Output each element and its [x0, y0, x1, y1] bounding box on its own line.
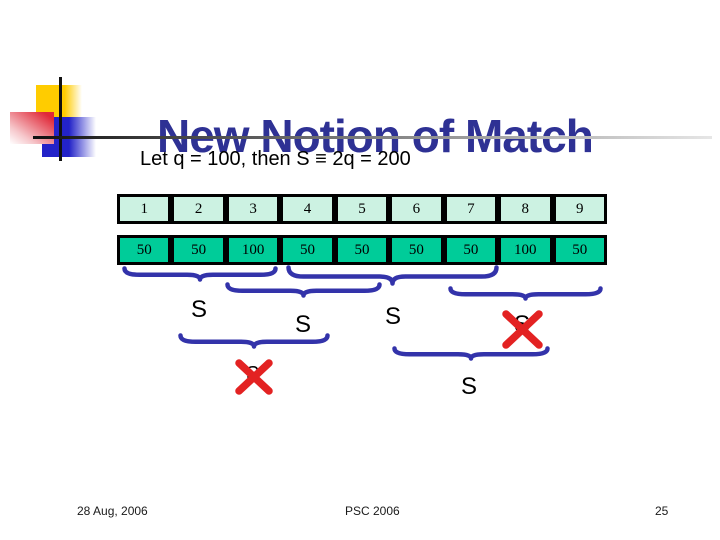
- logo-vertical-line: [59, 77, 62, 161]
- value-cell-1: 50: [117, 235, 172, 265]
- index-cell-2: 2: [171, 194, 226, 224]
- slide-title: New Notion of Match: [157, 109, 594, 162]
- footer-venue: PSC 2006: [345, 504, 400, 518]
- index-cell-1: 1: [117, 194, 172, 224]
- footer-page-number: 25: [655, 504, 669, 518]
- index-cell-3: 3: [225, 194, 281, 224]
- value-cell-6: 50: [389, 235, 444, 265]
- value-cell-4: 50: [280, 235, 335, 265]
- value-cell-5: 50: [334, 235, 390, 265]
- value-cell-9: 50: [552, 235, 607, 265]
- index-cell-6: 6: [389, 194, 444, 224]
- index-cell-8: 8: [498, 194, 553, 224]
- index-cell-5: 5: [334, 194, 390, 224]
- cross-right: [502, 310, 543, 349]
- header-rule: [33, 136, 712, 139]
- value-cell-8: 100: [498, 235, 553, 265]
- index-cell-9: 9: [552, 194, 607, 224]
- label-s-3: S: [385, 303, 402, 330]
- value-cell-2: 50: [171, 235, 226, 265]
- label-s-6: S: [461, 373, 478, 400]
- brace-lower-right: [392, 346, 550, 361]
- footer-date: 28 Aug, 2006: [77, 504, 148, 518]
- index-cell-7: 7: [443, 194, 499, 224]
- slide-subtitle: Let q = 100, then S ≡ 2q = 200: [140, 148, 411, 170]
- index-cell-4: 4: [280, 194, 335, 224]
- brace-cols-3-5: [225, 282, 382, 298]
- brace-cols-4-7: [286, 265, 499, 286]
- brace-lower-left: [178, 333, 330, 349]
- brace-cols-7-9: [448, 286, 603, 301]
- value-cell-7: 50: [443, 235, 499, 265]
- brace-cols-1-3: [122, 266, 278, 282]
- label-s-2: S: [295, 311, 312, 338]
- label-s-1: S: [191, 296, 208, 323]
- cross-left: [235, 359, 273, 395]
- value-cell-3: 100: [225, 235, 281, 265]
